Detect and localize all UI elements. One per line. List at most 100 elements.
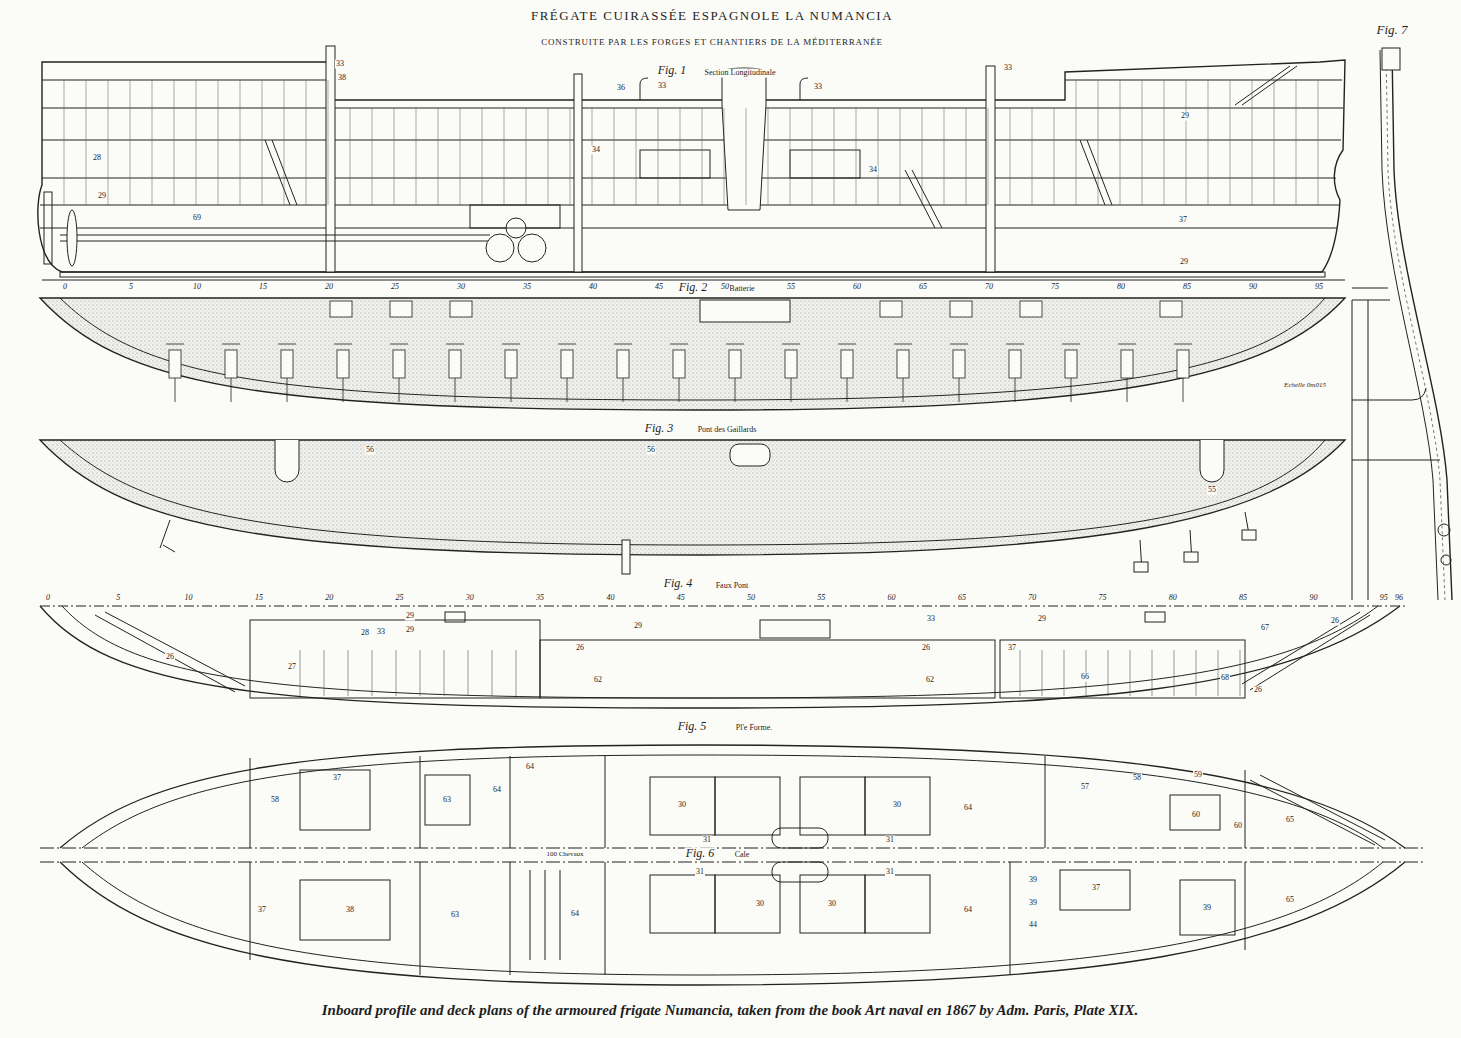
callout-number: 62: [925, 676, 935, 685]
frame-line: [196, 80, 197, 205]
hatch: [390, 301, 412, 317]
frame-line: [592, 108, 593, 205]
figure-number: Fig. 2: [678, 281, 709, 294]
scale-note: Echelle 0m015: [1283, 382, 1327, 390]
callout-number: 37: [1178, 216, 1188, 225]
figure-number: Fig. 5: [677, 720, 708, 733]
frame-line: [812, 108, 813, 205]
callout-number: 66: [1080, 673, 1090, 682]
frame-line: [64, 80, 65, 205]
frame-number: 5: [115, 594, 121, 603]
callout-number: 39: [1202, 904, 1212, 913]
frame-number: 65: [957, 594, 967, 603]
callout-number: 64: [570, 910, 580, 919]
callout-number: 28: [92, 154, 102, 163]
callout-number: 31: [695, 868, 705, 877]
frame-line: [262, 80, 263, 205]
frame-number: 70: [984, 283, 994, 292]
hatch: [880, 301, 902, 317]
figure-number: Fig. 1: [657, 64, 688, 77]
figure-number: Fig. 4: [663, 577, 694, 590]
frame-line: [218, 80, 219, 205]
frame-number: 20: [324, 283, 334, 292]
orlop-deck-plan: [40, 606, 1405, 708]
frame-line: [1186, 80, 1187, 205]
callout-number: 56: [365, 446, 375, 455]
frame-number: 30: [456, 283, 466, 292]
frame-line: [570, 108, 571, 205]
gun-symbol: [838, 344, 856, 402]
frame-line: [636, 108, 637, 205]
caption: Inboard profile and deck plans of the ar…: [321, 1002, 1139, 1019]
frame-number: 10: [184, 594, 194, 603]
frame-line: [86, 80, 87, 205]
callout-number: 26: [921, 644, 931, 653]
cell-line: [396, 650, 397, 696]
frame-line: [350, 108, 351, 205]
frame-line: [1142, 80, 1143, 205]
frame-number: 45: [676, 594, 686, 603]
gun-symbol: [1174, 344, 1192, 402]
callout-number: 67: [1260, 624, 1270, 633]
cell-line: [1020, 650, 1021, 696]
callout-number: 38: [337, 74, 347, 83]
callout-number: 29: [405, 626, 415, 635]
gun-symbol: [670, 344, 688, 402]
callout-number: 29: [1180, 112, 1190, 121]
callout-number: 28: [360, 629, 370, 638]
hatch: [330, 301, 352, 317]
frame-line: [130, 80, 131, 205]
frame-line: [372, 108, 373, 205]
figure-number: Fig. 6: [685, 847, 716, 860]
frame-number: 55: [816, 594, 826, 603]
callout-number: 30: [677, 801, 687, 810]
cell-line: [1064, 650, 1065, 696]
frame-line: [724, 108, 725, 205]
frame-number: 50: [746, 594, 756, 603]
frame-line: [306, 80, 307, 205]
power-note: 100 Chevaux: [545, 851, 584, 859]
frame-line: [526, 108, 527, 205]
callout-number: 69: [192, 214, 202, 223]
frame-line: [240, 80, 241, 205]
frame-lines: [64, 80, 1318, 205]
frame-number: 55: [786, 283, 796, 292]
frame-line: [702, 108, 703, 205]
callout-number: 37: [257, 906, 267, 915]
gun-carriages: [166, 301, 1192, 402]
frame-number: 25: [390, 283, 400, 292]
frame-number: 45: [654, 283, 664, 292]
callout-number: 29: [97, 192, 107, 201]
cell-line: [1196, 650, 1197, 696]
gun-symbol: [334, 344, 352, 402]
cell-line: [516, 650, 517, 696]
upper-deck-plan: [40, 440, 1345, 574]
frame-line: [1098, 80, 1099, 205]
callout-number: 57: [1080, 783, 1090, 792]
callout-number: 34: [591, 146, 601, 155]
callout-number: 63: [442, 796, 452, 805]
frame-line: [328, 80, 329, 205]
frame-line: [1252, 80, 1253, 205]
gun-symbol: [950, 344, 968, 402]
frame-line: [680, 108, 681, 205]
frame-line: [878, 108, 879, 205]
frame-line: [966, 108, 967, 205]
frame-line: [922, 108, 923, 205]
cell-line: [1218, 650, 1219, 696]
callout-number: 38: [345, 906, 355, 915]
gun-symbol: [614, 344, 632, 402]
callout-number: 55: [1207, 486, 1217, 495]
callout-number: 26: [1253, 686, 1263, 695]
frame-line: [900, 108, 901, 205]
frame-line: [944, 108, 945, 205]
figure-name: Batterie: [728, 285, 755, 294]
callout-number: 33: [376, 628, 386, 637]
frame-number: 10: [192, 283, 202, 292]
gun-symbol: [782, 344, 800, 402]
frame-number: 60: [852, 283, 862, 292]
callout-number: 56: [646, 446, 656, 455]
frame-number: 15: [254, 594, 264, 603]
